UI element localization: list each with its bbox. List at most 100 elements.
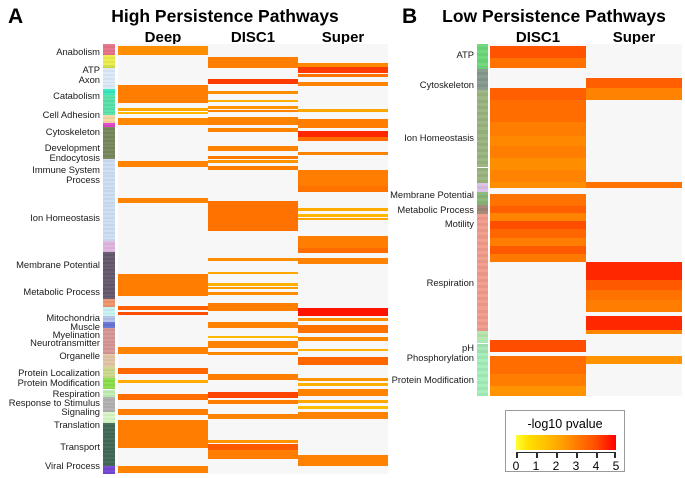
panel-a-cell[interactable] xyxy=(298,74,388,77)
panel-a-cell[interactable] xyxy=(118,394,208,400)
panel-a-cell[interactable] xyxy=(208,336,298,338)
panel-b-column-disc1[interactable] xyxy=(490,44,586,396)
panel-a-cell[interactable] xyxy=(208,352,298,355)
panel-b-cell[interactable] xyxy=(490,146,586,158)
panel-b-cell[interactable] xyxy=(490,221,586,229)
panel-a-cell[interactable] xyxy=(298,137,388,141)
panel-a-cell[interactable] xyxy=(298,318,388,321)
panel-a-cell[interactable] xyxy=(298,308,388,316)
panel-b-cell[interactable] xyxy=(586,290,682,300)
panel-a-cell[interactable] xyxy=(208,303,298,311)
panel-a-cell[interactable] xyxy=(118,380,208,383)
panel-a-cell[interactable] xyxy=(118,112,208,114)
panel-a-cell[interactable] xyxy=(208,322,298,328)
panel-a-cell[interactable] xyxy=(298,67,388,73)
panel-b-cell[interactable] xyxy=(586,280,682,290)
panel-a-cell[interactable] xyxy=(208,283,298,286)
panel-b-cell[interactable] xyxy=(490,374,586,386)
panel-b-cell[interactable] xyxy=(586,182,682,188)
panel-b-cell[interactable] xyxy=(586,300,682,312)
panel-a-cell[interactable] xyxy=(298,400,388,403)
panel-a-cell[interactable] xyxy=(208,91,298,94)
panel-b-column-super[interactable] xyxy=(586,44,682,396)
panel-a-cell[interactable] xyxy=(298,218,388,220)
panel-b-cell[interactable] xyxy=(490,213,586,221)
panel-a-cell[interactable] xyxy=(298,214,388,217)
panel-a-cell[interactable] xyxy=(298,412,388,419)
panel-a-cell[interactable] xyxy=(298,337,388,341)
panel-b-cell[interactable] xyxy=(586,262,682,284)
panel-b-cell[interactable] xyxy=(490,340,586,352)
panel-a-cell[interactable] xyxy=(298,131,388,137)
panel-a-column-deep[interactable] xyxy=(118,44,208,474)
panel-b-cell[interactable] xyxy=(490,122,586,136)
panel-b-cell[interactable] xyxy=(490,170,586,182)
panel-a-cell[interactable] xyxy=(298,357,388,365)
panel-a-cell[interactable] xyxy=(118,108,208,111)
panel-a-cell[interactable] xyxy=(208,100,298,102)
panel-a-cell[interactable] xyxy=(208,374,298,380)
panel-a-cell[interactable] xyxy=(298,349,388,351)
panel-a-cell[interactable] xyxy=(208,440,298,443)
panel-b-cell[interactable] xyxy=(490,254,586,262)
panel-a-cell[interactable] xyxy=(208,110,298,112)
panel-a-cell[interactable] xyxy=(208,128,298,132)
panel-b-cell[interactable] xyxy=(490,246,586,254)
panel-b-cell[interactable] xyxy=(490,58,586,68)
panel-a-cell[interactable] xyxy=(298,109,388,112)
panel-a-cell[interactable] xyxy=(298,455,388,466)
panel-b-cell[interactable] xyxy=(490,158,586,170)
panel-a-cell[interactable] xyxy=(118,161,208,167)
panel-a-cell[interactable] xyxy=(118,466,208,473)
panel-a-cell[interactable] xyxy=(298,208,388,211)
panel-a-cell[interactable] xyxy=(118,312,208,315)
panel-a-cell[interactable] xyxy=(298,378,388,381)
panel-a-cell[interactable] xyxy=(208,57,298,68)
panel-a-cell[interactable] xyxy=(298,119,388,128)
panel-a-cell[interactable] xyxy=(118,347,208,354)
panel-a-cell[interactable] xyxy=(208,146,298,151)
panel-a-cell[interactable] xyxy=(298,406,388,409)
panel-b-cell[interactable] xyxy=(490,46,586,60)
panel-a-cell[interactable] xyxy=(298,63,388,67)
panel-a-cell[interactable] xyxy=(208,166,298,170)
panel-b-cell[interactable] xyxy=(490,229,586,238)
panel-b-cell[interactable] xyxy=(490,136,586,146)
panel-a-cell[interactable] xyxy=(208,292,298,295)
panel-a-cell[interactable] xyxy=(208,341,298,348)
panel-a-cell[interactable] xyxy=(298,82,388,86)
panel-a-cell[interactable] xyxy=(208,400,298,404)
panel-a-column-disc1[interactable] xyxy=(208,44,298,474)
panel-a-cell[interactable] xyxy=(118,274,208,296)
panel-b-cell[interactable] xyxy=(586,316,682,330)
panel-a-cell[interactable] xyxy=(298,389,388,396)
panel-b-cell[interactable] xyxy=(490,238,586,246)
panel-a-cell[interactable] xyxy=(298,248,388,253)
panel-a-cell[interactable] xyxy=(118,198,208,203)
panel-a-cell[interactable] xyxy=(208,444,298,450)
panel-b-cell[interactable] xyxy=(490,182,586,188)
panel-a-cell[interactable] xyxy=(208,106,298,109)
panel-a-cell[interactable] xyxy=(298,325,388,333)
panel-b-cell[interactable] xyxy=(586,88,682,100)
panel-b-cell[interactable] xyxy=(586,330,682,334)
panel-a-cell[interactable] xyxy=(298,258,388,264)
panel-a-cell[interactable] xyxy=(208,287,298,289)
panel-b-cell[interactable] xyxy=(490,386,586,396)
panel-a-cell[interactable] xyxy=(118,409,208,415)
panel-a-cell[interactable] xyxy=(208,201,298,231)
panel-a-cell[interactable] xyxy=(208,392,298,398)
panel-b-heatmap[interactable] xyxy=(490,44,682,396)
panel-b-cell[interactable] xyxy=(586,356,682,364)
panel-a-cell[interactable] xyxy=(208,272,298,274)
panel-a-cell[interactable] xyxy=(208,450,298,459)
panel-a-cell[interactable] xyxy=(118,306,208,310)
panel-a-cell[interactable] xyxy=(118,420,208,448)
panel-a-cell[interactable] xyxy=(118,46,208,55)
panel-a-cell[interactable] xyxy=(208,160,298,163)
panel-b-cell[interactable] xyxy=(490,100,586,124)
panel-a-cell[interactable] xyxy=(208,258,298,261)
panel-b-cell[interactable] xyxy=(490,356,586,374)
panel-b-cell[interactable] xyxy=(490,194,586,206)
panel-a-cell[interactable] xyxy=(208,156,298,159)
